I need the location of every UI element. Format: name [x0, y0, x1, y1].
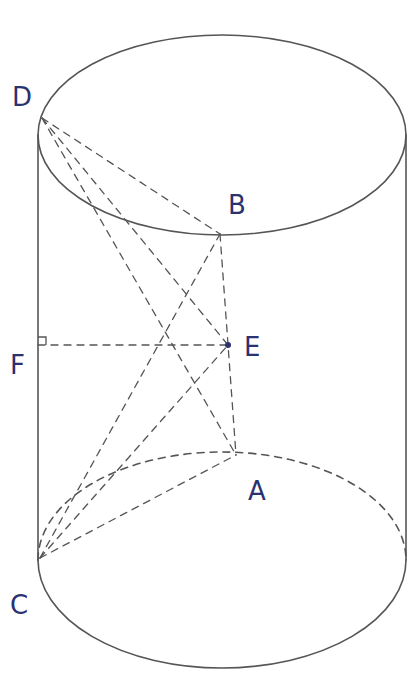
- bottom-back-arc: [38, 452, 406, 560]
- segment-ce: [40, 345, 228, 558]
- point-label: B: [228, 192, 246, 218]
- right-side: [405, 135, 407, 560]
- point-label: A: [248, 478, 266, 504]
- segment-cb: [40, 234, 220, 558]
- dashed-segments: [38, 118, 236, 558]
- segment-fe: [38, 344, 228, 345]
- point-label: E: [244, 334, 260, 360]
- point-label: C: [10, 592, 28, 618]
- top-ellipse: [38, 35, 406, 235]
- left-side: [37, 135, 39, 560]
- point-label: D: [12, 84, 32, 110]
- point-label: F: [10, 352, 25, 378]
- segment-db: [42, 118, 220, 234]
- right-angle-mark: [38, 337, 46, 345]
- segment-da: [42, 118, 236, 455]
- segment-de: [42, 118, 228, 345]
- bottom-front-arc: [38, 560, 406, 668]
- point-e-dot: [225, 342, 231, 348]
- segment-ca: [40, 455, 236, 558]
- cylinder-outline: [38, 35, 406, 668]
